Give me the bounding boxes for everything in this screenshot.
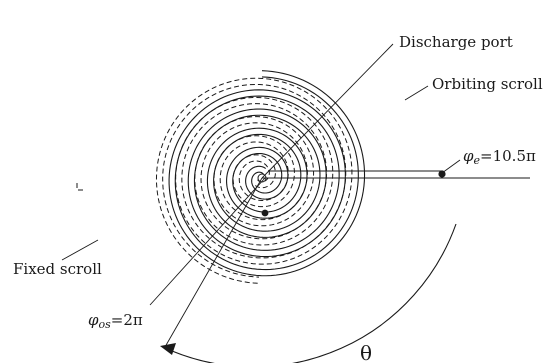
phi-e-value: =10.5π [480, 147, 536, 165]
orbiting-scroll-inner-wall [162, 83, 347, 278]
orbiting-scroll-label: Orbiting scroll [432, 75, 543, 93]
phi-os-value: =2π [111, 311, 143, 329]
fixed-scroll-leader [61, 239, 99, 261]
phi-e-symbol: φ [463, 147, 474, 165]
theta-arrowhead [160, 343, 176, 355]
fixed-scroll-label: Fixed scroll [13, 260, 102, 278]
phi-e-leader [441, 159, 461, 174]
theta-arc [171, 223, 457, 363]
phi-os-subscript: os [99, 318, 112, 331]
phi-os-label: φos=2π [88, 311, 143, 331]
phi-e-subscript: e [474, 154, 481, 167]
orbiting-scroll-end-cap [76, 183, 84, 191]
orbiting-scroll-outer-wall [155, 77, 353, 284]
phi-os-leader [149, 177, 266, 306]
fixed-scroll-outer-wall [168, 70, 366, 277]
orbiting-scroll-leader [404, 85, 429, 101]
theta-label: θ [360, 341, 372, 363]
discharge-port-leader [261, 43, 394, 179]
theta-radius-line [164, 177, 263, 348]
discharge-port-label: Discharge port [399, 33, 513, 51]
wrap-end-dot [438, 170, 446, 178]
wrap-start-dot [261, 209, 269, 217]
phi-e-label: φe=10.5π [463, 147, 536, 167]
phi-os-symbol: φ [88, 311, 99, 329]
orbiting-scroll-wraps [76, 77, 353, 284]
